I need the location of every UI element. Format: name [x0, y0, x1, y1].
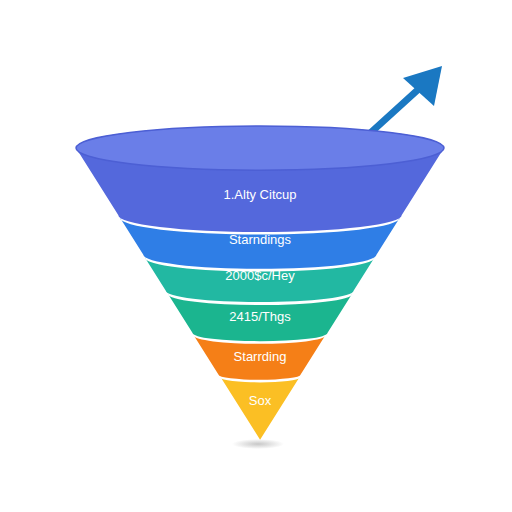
band-fill [194, 336, 325, 380]
funnel-band: Starndings [120, 201, 400, 269]
band-label: 2415/Thgs [168, 309, 352, 325]
tip-shadow [232, 439, 284, 449]
band-label: 2000$c/Hey [145, 268, 374, 284]
funnel-band: Starrding [194, 328, 325, 380]
band-fill [76, 126, 444, 232]
funnel-band: 2415/Thgs [168, 283, 352, 341]
band-fill [145, 258, 374, 302]
funnel-rim [76, 126, 444, 170]
funnel-band: 2000$c/Hey [145, 244, 374, 302]
band-fill [120, 218, 400, 269]
band-label: 1.Alty Citcup [76, 187, 444, 203]
band-label: Sox [221, 393, 299, 409]
funnel-tip: Sox [221, 373, 299, 440]
growth-arrow-head [403, 66, 442, 106]
band-label: Starrding [194, 349, 325, 365]
band-shape [76, 126, 444, 232]
band-fill [221, 378, 299, 440]
band-label: Starndings [120, 232, 400, 248]
band-fill [168, 294, 352, 341]
funnel-band-top: 1.Alty Citcup [76, 126, 444, 232]
